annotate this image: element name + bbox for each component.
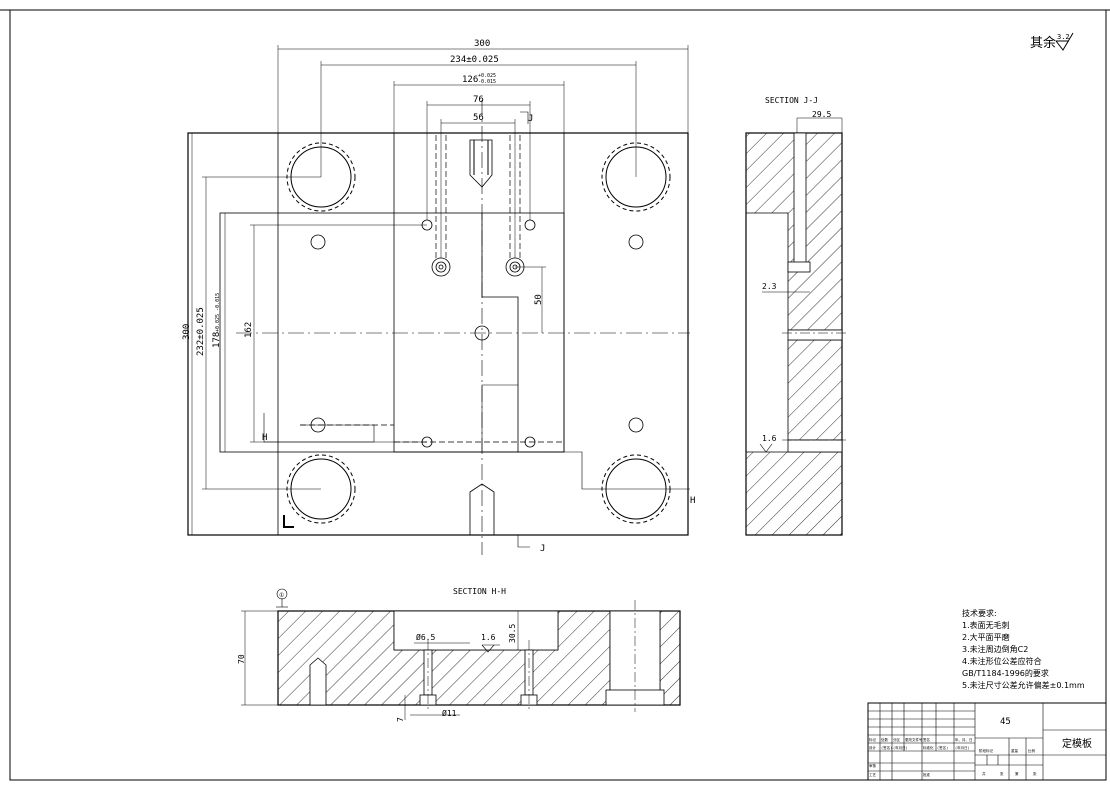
svg-text:3.未注周边倒角C2: 3.未注周边倒角C2 [962, 644, 1028, 654]
svg-text:300: 300 [182, 324, 192, 340]
main-view [187, 45, 690, 555]
svg-text:30.5: 30.5 [508, 624, 517, 643]
svg-text:Ø6.5: Ø6.5 [416, 632, 435, 642]
svg-text:更改文件号: 更改文件号 [905, 737, 923, 742]
svg-text:178: 178 [212, 332, 222, 348]
svg-text:重量: 重量 [1011, 748, 1019, 753]
svg-text:-0.015: -0.015 [478, 79, 496, 85]
svg-text:H: H [262, 433, 267, 443]
svg-text:70: 70 [237, 654, 246, 664]
section-jj-dimensions: 29.5 2.3 1.6 [762, 110, 831, 443]
svg-text:1.6: 1.6 [481, 633, 496, 642]
svg-text:比例: 比例 [1028, 748, 1036, 753]
svg-text:其余: 其余 [1030, 35, 1056, 51]
svg-text:45: 45 [1000, 717, 1011, 727]
section-jj: SECTION J-J [745, 96, 848, 536]
svg-text:标记: 标记 [869, 737, 877, 742]
svg-text:标准化: 标准化 [923, 745, 934, 750]
svg-text:2.大平面平磨: 2.大平面平磨 [962, 632, 1010, 642]
svg-text:H: H [690, 496, 695, 506]
svg-text:+0.025: +0.025 [478, 73, 496, 79]
roughness-mark: 其余 3.2 [1030, 32, 1074, 51]
svg-text:1.6: 1.6 [762, 434, 777, 443]
plate-outline [187, 132, 689, 536]
svg-text:张: 张 [1033, 771, 1037, 776]
svg-text:29.5: 29.5 [812, 110, 831, 119]
svg-text:技术要求:: 技术要求: [962, 608, 997, 618]
technical-requirements: 技术要求: 1.表面无毛刺 2.大平面平磨 3.未注周边倒角C2 4.未注形位公… [962, 608, 1085, 690]
svg-text:(年月日): (年月日) [893, 745, 908, 750]
svg-text:分区: 分区 [893, 737, 901, 742]
svg-text:设计: 设计 [869, 745, 877, 750]
svg-text:张: 张 [1000, 771, 1004, 776]
svg-text:审核: 审核 [869, 763, 877, 768]
section-hh: SECTION H-H [241, 587, 681, 720]
svg-text:300: 300 [474, 39, 490, 49]
svg-text:232±0.025: 232±0.025 [196, 307, 206, 356]
svg-text:签名: 签名 [923, 737, 930, 742]
svg-text:76: 76 [473, 95, 484, 105]
svg-text:J: J [528, 114, 533, 124]
svg-text:SECTION J-J: SECTION J-J [765, 96, 818, 105]
svg-text:5.未注尺寸公差允许偏差±0.1mm: 5.未注尺寸公差允许偏差±0.1mm [962, 680, 1085, 690]
svg-text:50: 50 [534, 294, 544, 305]
svg-text:2.3: 2.3 [762, 282, 777, 291]
title-block-text: 45 定模板 标记 处数 分区 更改文件号 签名 年、月、日 设计 (签名) (… [869, 717, 1092, 777]
svg-text:年、月、日: 年、月、日 [955, 737, 973, 742]
svg-text:SECTION H-H: SECTION H-H [453, 587, 506, 596]
svg-text:(年月日): (年月日) [955, 745, 970, 750]
svg-text:234±0.025: 234±0.025 [450, 55, 499, 65]
svg-text:共: 共 [982, 771, 986, 776]
title-block [867, 702, 1107, 781]
svg-text:(签名): (签名) [881, 745, 892, 750]
svg-text:+0.025 -0.015: +0.025 -0.015 [215, 293, 221, 332]
svg-text:7: 7 [396, 717, 405, 722]
svg-text:第: 第 [1015, 771, 1019, 776]
svg-text:GB/T1184-1996的要求: GB/T1184-1996的要求 [962, 668, 1049, 678]
svg-text:1.表面无毛刺: 1.表面无毛刺 [962, 620, 1010, 630]
svg-text:阶段标记: 阶段标记 [979, 748, 993, 753]
svg-text:3.2: 3.2 [1057, 33, 1070, 41]
screw-holes [310, 219, 644, 448]
svg-text:56: 56 [473, 113, 484, 123]
sheet-border [0, 9, 1110, 781]
svg-text:Ø11: Ø11 [442, 708, 457, 718]
section-hh-dimensions: 70 Ø6.5 30.5 1.6 Ø11 7 ① [237, 592, 517, 722]
svg-text:(签名): (签名) [937, 745, 948, 750]
main-view-dimensions: 300 234±0.025 126 +0.025 -0.015 76 56 J … [182, 39, 695, 554]
svg-text:126: 126 [462, 75, 478, 85]
svg-text:工艺: 工艺 [869, 772, 877, 777]
svg-text:4.未注形位公差应符合: 4.未注形位公差应符合 [962, 656, 1042, 666]
svg-text:①: ① [279, 592, 284, 599]
svg-text:162: 162 [244, 322, 254, 338]
svg-text:J: J [540, 544, 545, 554]
svg-text:批准: 批准 [923, 772, 931, 777]
svg-text:定模板: 定模板 [1062, 737, 1092, 750]
svg-text:处数: 处数 [881, 737, 889, 742]
